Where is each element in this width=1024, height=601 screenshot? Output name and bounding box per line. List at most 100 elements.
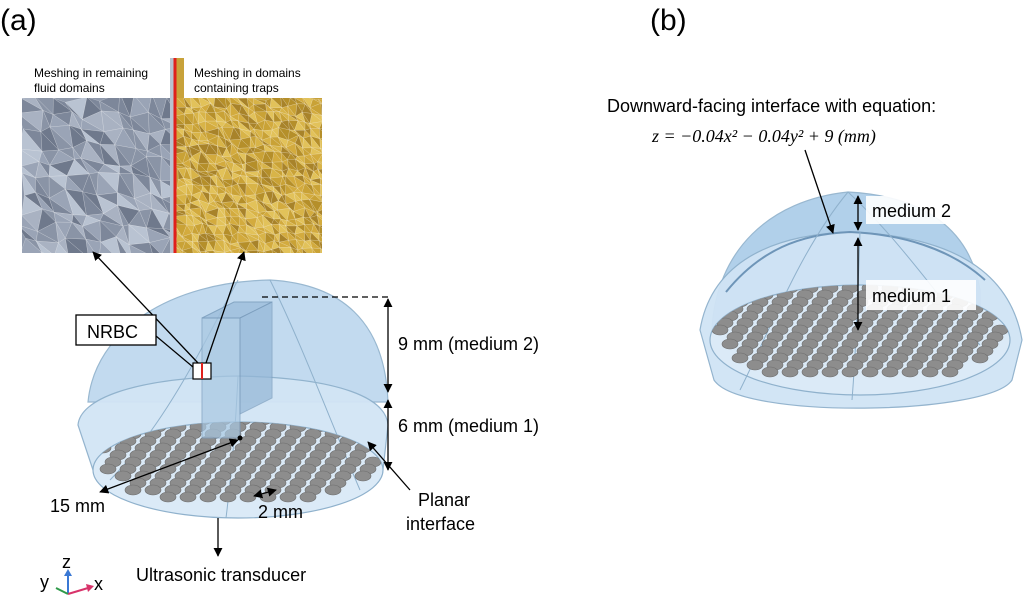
mesh-right-label-line1: Meshing in domains xyxy=(194,66,301,80)
mesh-grey-triangle xyxy=(103,204,124,227)
mesh-gold-triangle xyxy=(278,200,290,209)
mesh-gold-triangle xyxy=(222,257,235,265)
mesh-gold-triangle xyxy=(239,128,251,140)
mesh-gold-triangle xyxy=(176,128,185,141)
mesh-gold-triangle xyxy=(326,154,334,162)
mesh-gold-triangle xyxy=(316,202,322,213)
mesh-gold-triangle xyxy=(262,226,275,236)
mesh-gold-triangle xyxy=(221,202,231,209)
mesh-gold-triangle xyxy=(329,194,339,201)
mesh-gold-triangle xyxy=(319,148,322,150)
mesh-grey-triangle xyxy=(25,238,43,253)
mesh-grey-triangle xyxy=(132,129,150,152)
mesh-gold-triangle xyxy=(205,111,218,122)
mesh-gold-triangle xyxy=(317,161,322,170)
mesh-gold-triangle xyxy=(237,98,250,110)
mesh-gold-triangle xyxy=(245,153,259,164)
mesh-gold-triangle xyxy=(202,256,209,268)
mesh-gold-triangle xyxy=(304,256,310,268)
mesh-gold-triangle xyxy=(304,167,314,181)
mesh-grey-triangle xyxy=(161,255,185,277)
mesh-gold-triangle xyxy=(309,179,322,186)
mesh-grey-triangle xyxy=(162,237,170,253)
mesh-divider-strip xyxy=(170,58,176,253)
mesh-gold-triangle xyxy=(319,248,322,251)
mesh-gold-triangle xyxy=(316,209,322,216)
mesh-gold-triangle xyxy=(176,164,187,169)
mesh-grey-triangle xyxy=(97,163,120,174)
mesh-gold-triangle xyxy=(250,258,255,268)
mesh-grey-triangle xyxy=(68,255,88,275)
mesh-gold-triangle xyxy=(302,175,313,186)
mesh-gold-triangle xyxy=(188,138,199,147)
dome-b-interface xyxy=(725,230,986,293)
mesh-gold-triangle xyxy=(205,219,217,227)
mesh-gold-triangle xyxy=(244,171,259,178)
interface-equation: z = −0.04x² − 0.04y² + 9 (mm) xyxy=(651,126,876,147)
mesh-gold-triangle xyxy=(316,211,322,218)
mesh-gold-triangle xyxy=(174,255,184,268)
mesh-grey-triangle xyxy=(115,236,127,253)
axis-y-line xyxy=(55,587,69,595)
mesh-gold-triangle xyxy=(319,138,322,149)
mesh-gold-triangle xyxy=(272,186,282,196)
mesh-gold-triangle xyxy=(278,247,292,253)
mesh-gold-triangle xyxy=(304,121,311,131)
mesh-right-label-line2: containing traps xyxy=(194,81,279,95)
mesh-gold-triangle xyxy=(329,188,339,194)
mesh-gold-triangle xyxy=(214,154,226,165)
mesh-gold-triangle xyxy=(257,239,265,252)
mesh-gold-triangle xyxy=(216,217,227,227)
mesh-gold-triangle xyxy=(224,186,232,196)
mesh-left-label-line1: Meshing in remaining xyxy=(34,66,148,80)
mesh-gold-triangle xyxy=(257,183,266,193)
mesh-grey-triangle xyxy=(64,237,84,253)
mesh-gold-triangle xyxy=(254,217,264,229)
mesh-gold-triangle xyxy=(185,257,194,268)
mesh-gold-triangle xyxy=(329,122,334,129)
mesh-gold-triangle xyxy=(282,256,291,265)
mesh-gold-triangle xyxy=(245,250,259,253)
leader-gold-mesh xyxy=(205,251,246,364)
mesh-gold-triangle xyxy=(225,216,230,226)
mesh-grey-triangle xyxy=(128,244,147,253)
mesh-gold-triangle xyxy=(328,250,335,259)
mesh-gold-triangle xyxy=(184,257,192,268)
mesh-gold-triangle xyxy=(252,103,267,113)
mesh-gold-triangle xyxy=(294,134,304,149)
axis-z-head xyxy=(64,569,72,576)
mesh-gold-triangle xyxy=(309,239,322,250)
mesh-gold-triangle xyxy=(329,184,338,194)
mesh-grey-triangle xyxy=(129,98,149,118)
mesh-gold-triangle xyxy=(320,183,322,196)
mesh-gold-triangle xyxy=(318,121,322,129)
mesh-gold-triangle xyxy=(222,260,235,266)
transducer-element xyxy=(99,463,117,475)
mesh-gold-triangle xyxy=(296,224,305,233)
mesh-gold-triangle xyxy=(229,216,241,227)
mesh-gold-triangle xyxy=(254,227,267,233)
mesh-gold-triangle xyxy=(258,257,264,266)
transducer-element xyxy=(179,491,197,503)
mesh-grey-triangle xyxy=(128,210,147,229)
mesh-gold-triangle xyxy=(237,242,247,252)
mesh-gold-triangle xyxy=(205,120,220,133)
mesh-gold-triangle xyxy=(279,107,289,116)
mesh-gold-triangle xyxy=(231,171,242,180)
panel-b-label: (b) xyxy=(650,4,687,37)
mesh-gold-triangle xyxy=(319,177,322,186)
mesh-gold-triangle xyxy=(318,240,322,245)
mesh-gold-triangle xyxy=(242,169,247,177)
mesh-gold-triangle xyxy=(198,199,206,213)
mesh-gold-triangle xyxy=(295,256,305,265)
mesh-gold-triangle xyxy=(176,232,187,243)
mesh-grey-triangle xyxy=(48,175,66,199)
axis-triad: y z x xyxy=(40,552,103,595)
mesh-gold-triangle xyxy=(303,154,315,165)
mesh-gold-triangle xyxy=(317,168,322,176)
mesh-gold-triangle xyxy=(330,168,339,179)
mesh-grey-triangle xyxy=(54,242,67,253)
mesh-gold-triangle xyxy=(254,257,261,267)
mesh-grey-triangle xyxy=(80,128,105,145)
mesh-grey-triangle xyxy=(41,252,45,253)
